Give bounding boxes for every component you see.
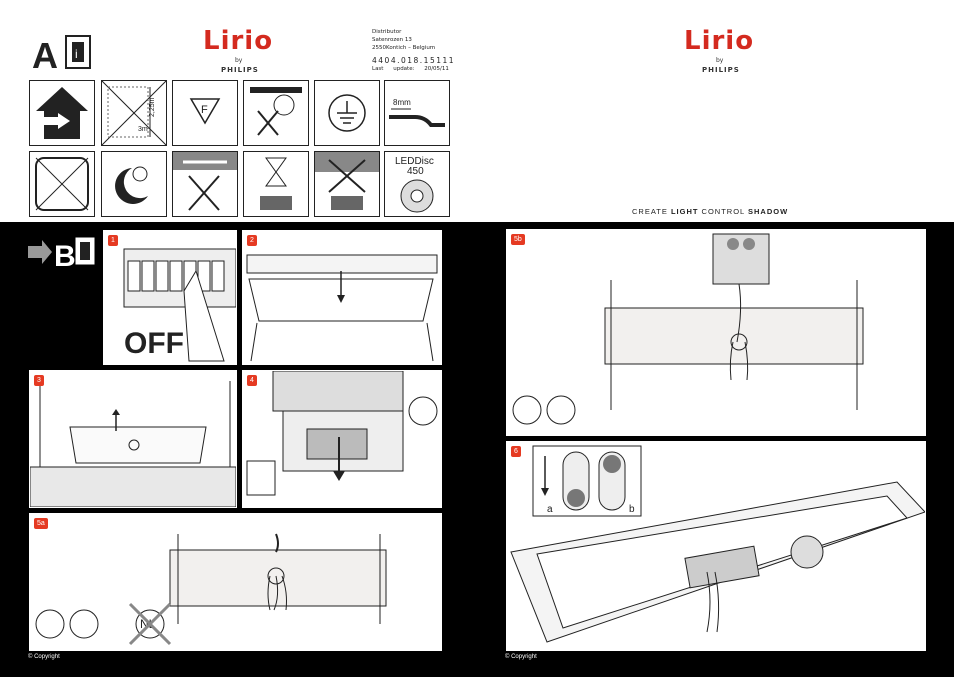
brand-logo-right: Lirio by PHILIPS (684, 26, 756, 78)
distributor-line: Satenrozen 13 (372, 37, 412, 43)
part-number: 4404.018.15111 (372, 56, 456, 65)
right-page: Lirio by PHILIPS CREATE LIGHT CONTROL SH… (477, 0, 954, 677)
step-5a-panel: NL 5a (29, 513, 442, 651)
section-b-marker: B (28, 232, 98, 273)
indoor-use-icon (29, 80, 95, 146)
step-5a-badge: 5a (34, 518, 48, 529)
svg-text:i: i (75, 47, 78, 61)
update-info: Last update: 20/05/11 (372, 66, 449, 72)
right-header-area (477, 0, 954, 222)
right-copyright: © Copyright (505, 654, 537, 660)
install-height-icon: 2,25m 3m (101, 80, 167, 146)
no-flex-mount-icon (314, 151, 380, 217)
brand-maker: PHILIPS (221, 66, 259, 74)
step6-label-b: b (629, 504, 635, 515)
flex-mount-icon (243, 151, 309, 217)
brand-maker: PHILIPS (702, 66, 740, 74)
step-4-panel: 4 (242, 370, 442, 508)
fuse-letter: F (201, 104, 208, 116)
lamp-type-icon: LEDDisc 450 (384, 151, 450, 217)
step-1-badge: 1 (108, 235, 118, 246)
wire-strip-icon: 8mm (384, 80, 450, 146)
height-label: 2,25m (149, 97, 156, 117)
section-a-manual-icon: A i (28, 30, 96, 76)
step-5b-panel: 5b (506, 229, 926, 436)
step-3-badge: 3 (34, 375, 44, 386)
step-6-badge: 6 (511, 446, 521, 457)
f-mark-icon: F (172, 80, 238, 146)
step-1-panel: OFF 1 (103, 230, 237, 365)
distributor-info: Distributor Satenrozen 13 2550Kontich – … (372, 28, 435, 52)
lamp-label: LEDDisc (395, 156, 434, 167)
brand-name: Lirio (203, 26, 274, 56)
step-6-panel: a b 6 (506, 441, 926, 651)
depth-label: 3m (138, 126, 148, 133)
wire-length-label: 8mm (393, 98, 411, 107)
no-cover-lamp-icon (243, 80, 309, 146)
step-3-panel: 3 (29, 370, 237, 508)
ip-rating-icon (101, 151, 167, 217)
no-cable-cut-icon (172, 151, 238, 217)
lamp-value: 450 (407, 166, 424, 177)
update-date: 20/05/11 (424, 66, 449, 72)
brand-name: Lirio (684, 26, 755, 56)
off-label: OFF (124, 327, 184, 360)
brand-by: by (235, 57, 243, 64)
earth-ground-icon (314, 80, 380, 146)
section-b-letter: B (54, 240, 76, 272)
step-2-panel: 2 (242, 230, 442, 365)
step-4-badge: 4 (247, 375, 257, 386)
step6-label-a: a (547, 504, 553, 515)
brand-by: by (716, 57, 724, 64)
left-copyright: © Copyright (28, 654, 60, 660)
distributor-line: Distributor (372, 29, 402, 35)
right-heading: CREATE LIGHT CONTROL SHADOW (632, 207, 789, 216)
distributor-line: 2550Kontich – Belgium (372, 45, 436, 51)
step-2-badge: 2 (247, 235, 257, 246)
brand-logo: Lirio by PHILIPS (203, 26, 275, 78)
class-insulation-icon (29, 151, 95, 217)
left-page: A i Lirio by PHILIPS Distributor Satenro… (0, 0, 477, 660)
section-a-letter: A (32, 35, 58, 74)
step-5b-badge: 5b (511, 234, 525, 245)
